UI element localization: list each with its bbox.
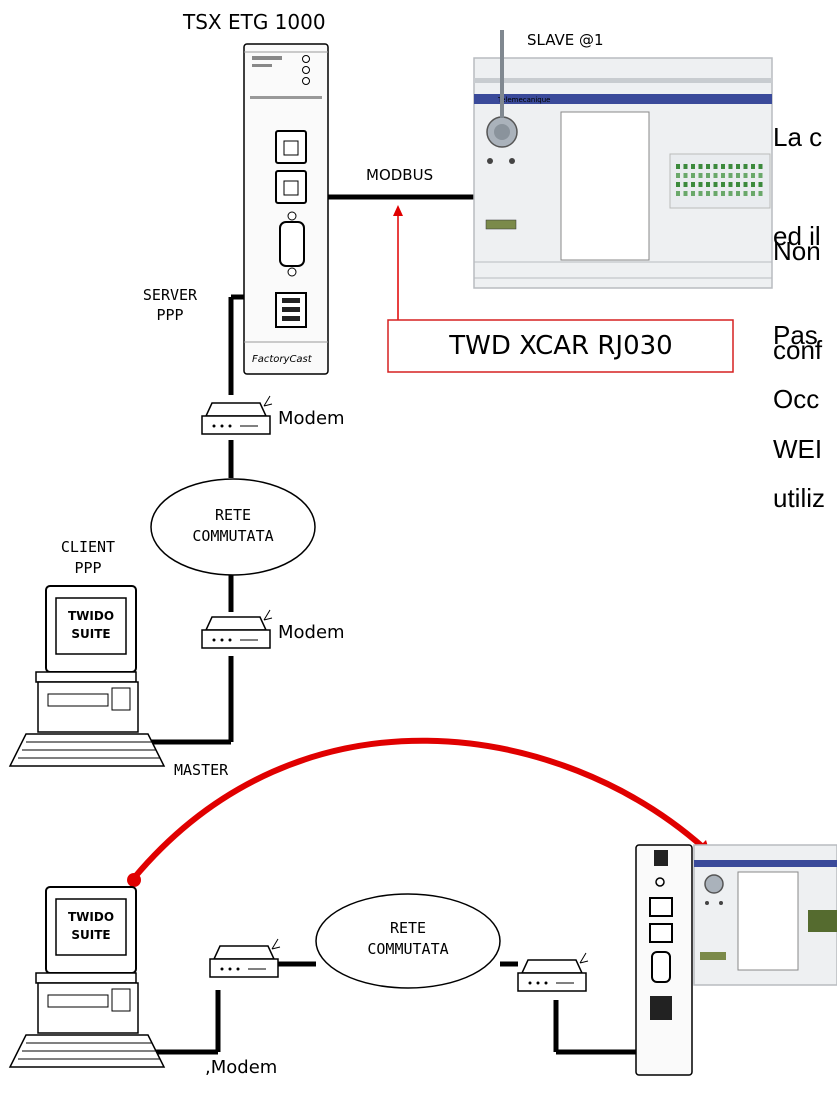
io-led: [751, 191, 755, 196]
io-led: [706, 191, 710, 196]
text-fragment-2-line-3: WEI: [773, 434, 823, 464]
io-led: [713, 164, 718, 169]
io-led: [728, 164, 733, 169]
twido-label-1: TWIDO: [68, 609, 114, 623]
cables-bottom: [138, 961, 650, 1055]
twido-label-bottom-2: SUITE: [71, 928, 110, 942]
rete-commutata-bottom: RETE COMMUTATA: [315, 893, 501, 989]
text-fragment-1-line-1: La c: [773, 122, 823, 152]
modem-top: [201, 395, 273, 435]
io-led: [676, 182, 680, 187]
modem-label-top: Modem: [278, 408, 345, 429]
io-led: [706, 182, 710, 187]
gateway-bottom: [635, 844, 693, 1076]
io-led: [721, 173, 725, 178]
rete-bottom-label-1: RETE: [390, 919, 426, 937]
io-led: [728, 173, 733, 178]
io-led: [751, 182, 755, 187]
io-led: [758, 164, 763, 169]
io-led: [743, 164, 748, 169]
io-led: [698, 191, 703, 196]
plc-io-leds: [676, 164, 763, 196]
io-led: [683, 182, 688, 187]
rete-label-2: COMMUTATA: [192, 527, 273, 545]
io-led: [713, 173, 718, 178]
master-label: MASTER: [174, 761, 229, 779]
io-led: [743, 191, 748, 196]
io-led: [758, 173, 763, 178]
io-led: [691, 191, 695, 196]
io-led: [758, 182, 763, 187]
etg-title: TSX ETG 1000: [182, 10, 326, 34]
slave-plc: Telemecanique: [473, 30, 773, 289]
rete-commutata-top: RETE COMMUTATA: [150, 478, 316, 576]
io-led: [736, 191, 740, 196]
text-fragment-2-line-2: conf: [773, 335, 823, 365]
factorycast-logo: FactoryCast: [252, 354, 313, 365]
text-fragment-1-line-2: ed il: [773, 221, 821, 251]
io-led: [721, 164, 725, 169]
cable-arrow: [393, 205, 403, 320]
text-fragment-3-line-2: utiliz: [773, 483, 826, 513]
io-led: [751, 173, 755, 178]
modem-label-bottom: ,Modem: [205, 1057, 277, 1078]
pc-master: TWIDO SUITE: [8, 585, 166, 767]
io-led: [758, 191, 763, 196]
modem-label-middle: Modem: [278, 622, 345, 643]
slave-label: SLAVE @1: [527, 31, 604, 49]
io-led: [676, 173, 680, 178]
io-led: [736, 182, 740, 187]
modem-bottom-right: [517, 952, 589, 992]
io-led: [713, 182, 718, 187]
io-led: [698, 182, 703, 187]
io-led: [713, 191, 718, 196]
io-led: [698, 164, 703, 169]
rete-label-1: RETE: [215, 506, 251, 524]
cable-part-number: TWD XCAR RJ030: [448, 331, 672, 361]
twido-label-bottom-1: TWIDO: [68, 910, 114, 924]
io-led: [706, 173, 710, 178]
io-led: [743, 182, 748, 187]
io-led: [728, 191, 733, 196]
text-fragment-3: Occ utiliz: [773, 317, 825, 548]
io-led: [736, 173, 740, 178]
io-led: [691, 164, 695, 169]
io-led: [743, 173, 748, 178]
io-led: [736, 164, 740, 169]
io-led: [698, 173, 703, 178]
io-led: [721, 191, 725, 196]
modem-bottom-left: [209, 938, 281, 978]
io-led: [683, 191, 688, 196]
modbus-label: MODBUS: [366, 166, 433, 184]
rete-bottom-label-2: COMMUTATA: [367, 940, 448, 958]
modem-middle: [201, 609, 273, 649]
cable-part-box: [387, 319, 734, 373]
pc-bottom: TWIDO SUITE: [8, 886, 166, 1068]
client-label-2: PPP: [74, 559, 101, 577]
io-led: [751, 164, 755, 169]
text-fragment-1: La c ed il Pas: [773, 55, 822, 385]
io-led: [706, 164, 710, 169]
telemecanique-logo: Telemecanique: [497, 96, 550, 104]
io-led: [676, 164, 680, 169]
plc-bottom: [693, 844, 837, 986]
text-fragment-3-line-1: Occ: [773, 384, 820, 414]
io-led: [683, 164, 688, 169]
io-led: [691, 173, 695, 178]
io-led: [691, 182, 695, 187]
io-led: [728, 182, 733, 187]
text-fragment-1-line-3: Pas: [773, 320, 818, 350]
io-led: [676, 191, 680, 196]
io-led: [683, 173, 688, 178]
server-label-1: SERVER: [143, 286, 198, 304]
io-led: [721, 182, 725, 187]
text-fragment-2-line-1: Non: [773, 236, 821, 266]
twido-label-2: SUITE: [71, 627, 110, 641]
client-label-1: CLIENT: [61, 538, 115, 556]
text-fragment-2: Non conf WEI: [773, 169, 822, 499]
server-label-2: PPP: [156, 306, 183, 324]
tsx-etg-1000-gateway: FactoryCast: [243, 43, 329, 375]
